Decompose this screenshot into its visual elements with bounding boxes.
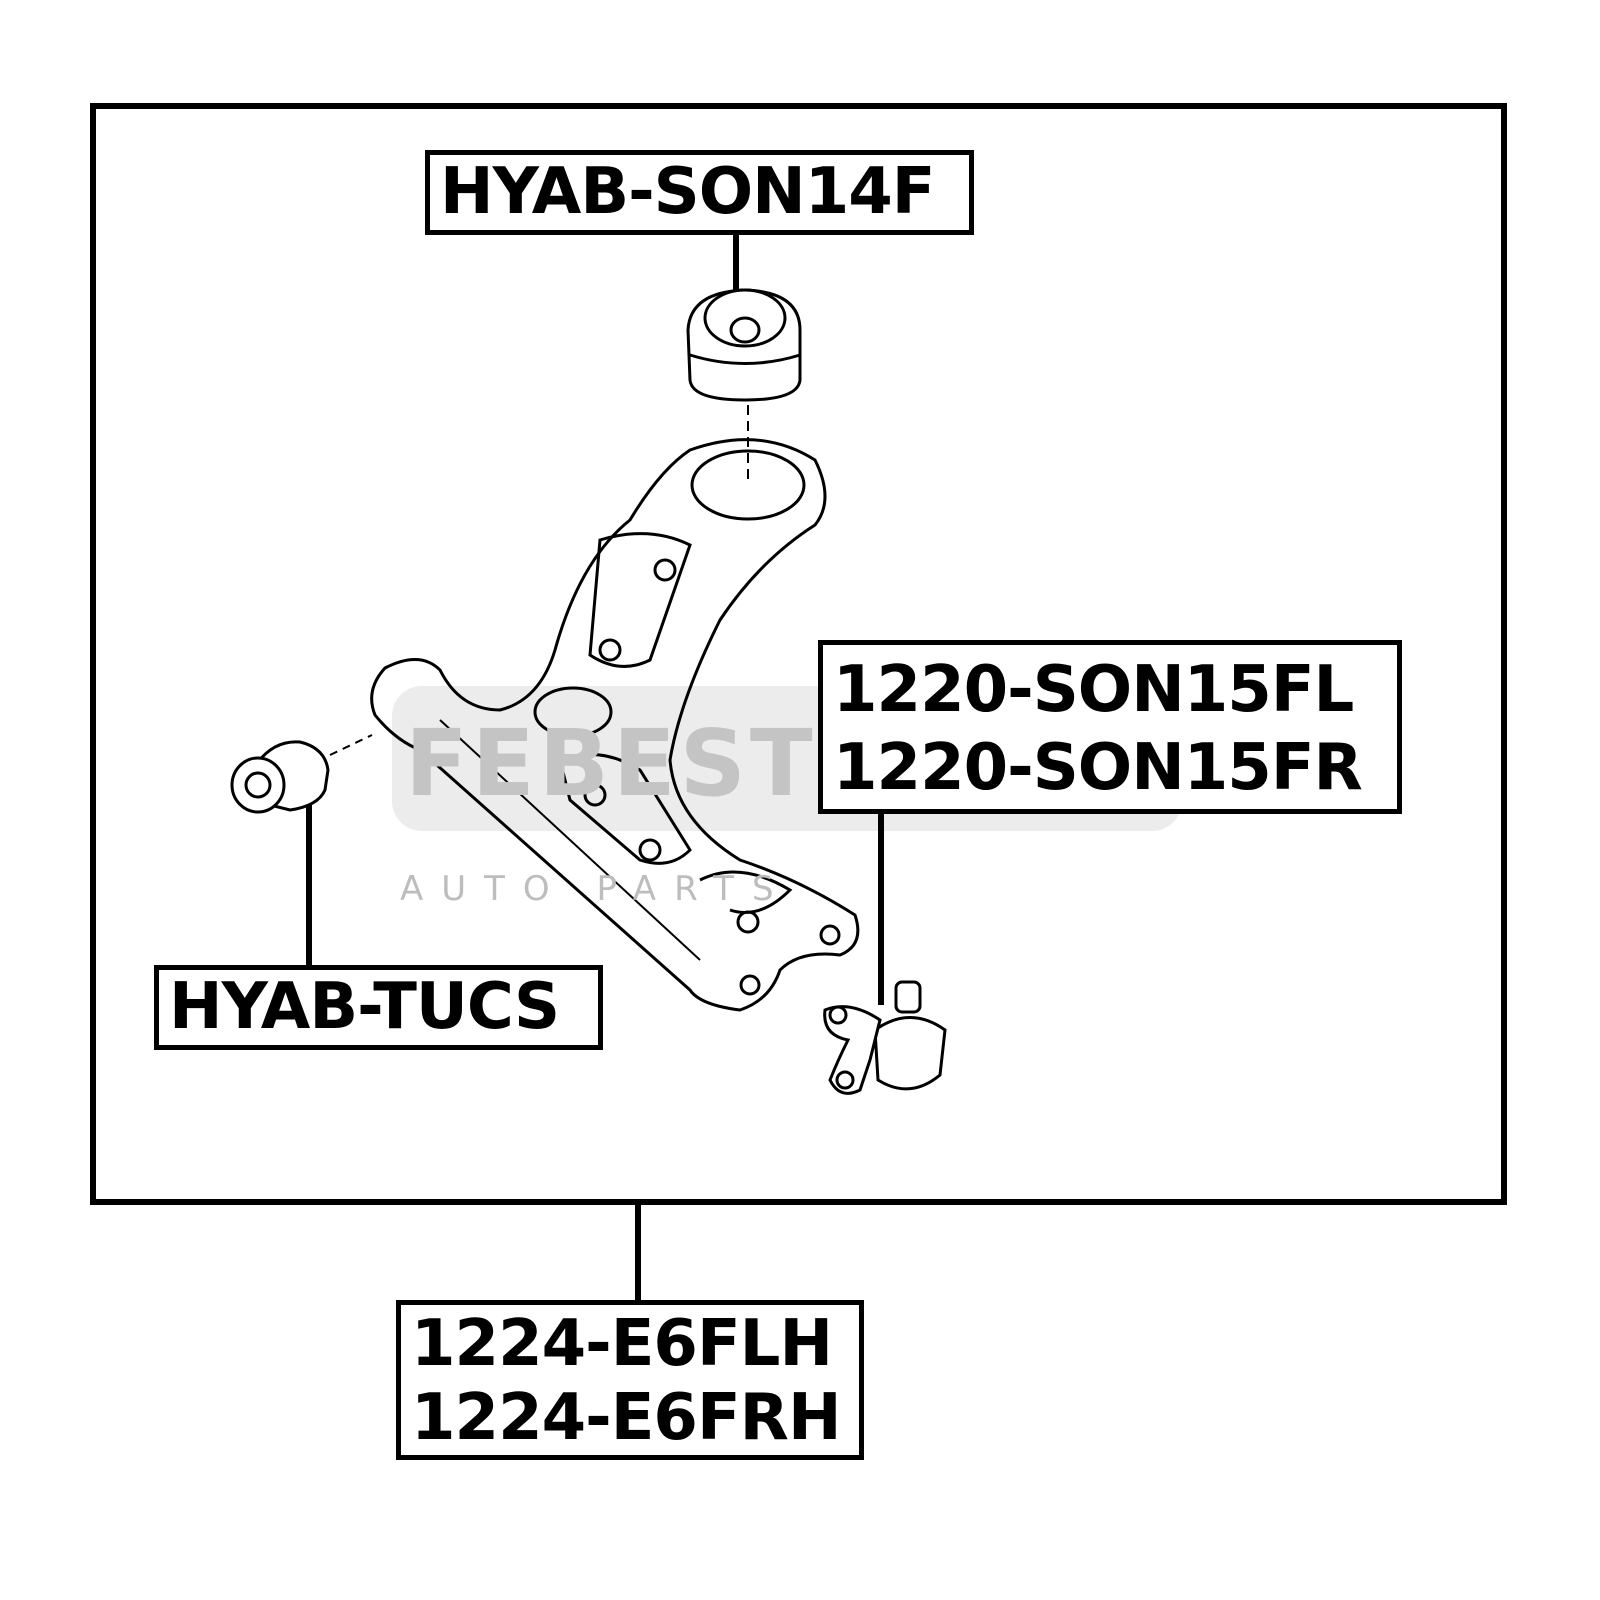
part-label-rear-bushing: HYAB-TUCS — [154, 965, 603, 1050]
part-number: 1220-SON15FL — [833, 653, 1354, 727]
watermark-logo: FEBEST AUTO PARTS — [400, 710, 817, 909]
part-label-control-arm: 1224-E6FLH 1224-E6FRH — [396, 1300, 864, 1460]
part-number: HYAB-SON14F — [440, 155, 936, 229]
control-arm-drawing — [370, 438, 860, 1012]
part-label-top-bushing: HYAB-SON14F — [425, 150, 974, 235]
part-number: 1224-E6FRH — [411, 1381, 842, 1455]
watermark-brand: FEBEST — [405, 710, 817, 817]
rear-bushing-drawing — [230, 734, 373, 814]
ball-joint-drawing — [823, 980, 947, 1095]
part-number: 1224-E6FLH — [411, 1307, 833, 1381]
part-number: 1220-SON15FR — [833, 731, 1363, 805]
assembly-frame — [90, 103, 1507, 1205]
part-label-ball-joint: 1220-SON15FL 1220-SON15FR — [818, 640, 1402, 814]
top-bushing-drawing — [686, 288, 802, 485]
part-number: HYAB-TUCS — [169, 970, 560, 1044]
watermark-tagline: AUTO PARTS — [400, 869, 792, 909]
